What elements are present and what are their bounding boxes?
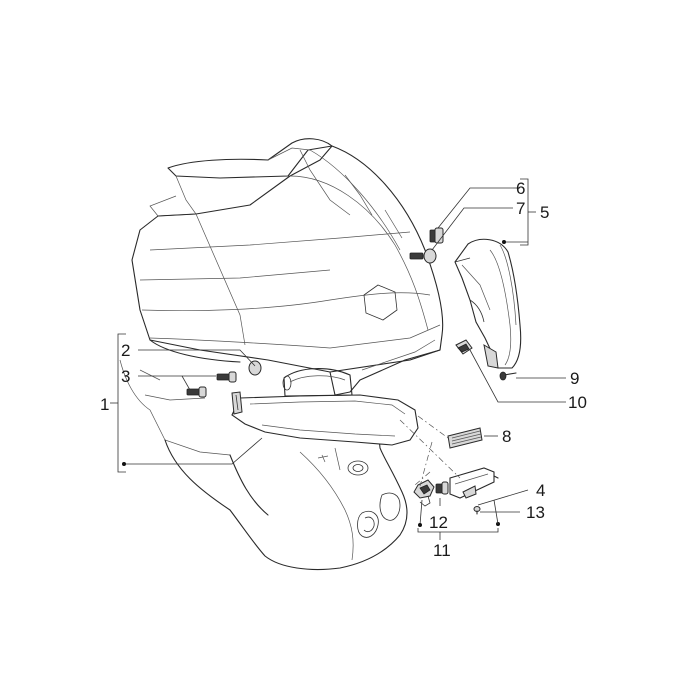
bulb-12 — [435, 481, 449, 495]
plate-light-11 — [449, 467, 499, 499]
screw-9 — [499, 371, 517, 381]
rear-body-fairing — [119, 138, 444, 571]
right-tail-light — [454, 238, 522, 369]
bulb-6 — [429, 227, 444, 244]
callout-3: 3 — [121, 367, 130, 386]
callout-5: 5 — [540, 203, 549, 222]
callout-9: 9 — [570, 369, 579, 388]
callout-6: 6 — [516, 179, 525, 198]
bulb-7 — [409, 248, 437, 264]
screw-13 — [473, 506, 481, 515]
bulb-3-lower — [186, 386, 207, 398]
callout-labels: 1 2 3 4 5 6 7 8 9 10 11 12 13 — [100, 179, 587, 560]
leader-lines — [110, 178, 566, 540]
assembly-guide-lines — [399, 415, 461, 487]
callout-12: 12 — [429, 513, 448, 532]
callout-13: 13 — [526, 503, 545, 522]
callout-1: 1 — [100, 395, 109, 414]
clip-10 — [455, 339, 473, 355]
reflector-8 — [447, 427, 483, 449]
callout-10: 10 — [568, 393, 587, 412]
callout-8: 8 — [502, 427, 511, 446]
callout-4: 4 — [536, 481, 545, 500]
bulb-2-left — [248, 360, 262, 376]
callout-11: 11 — [433, 541, 451, 560]
left-tail-light — [231, 368, 419, 446]
plate-bulb-socket — [413, 479, 435, 507]
callout-7: 7 — [516, 199, 525, 218]
bulb-3-upper — [216, 371, 237, 383]
callout-2: 2 — [121, 341, 130, 360]
